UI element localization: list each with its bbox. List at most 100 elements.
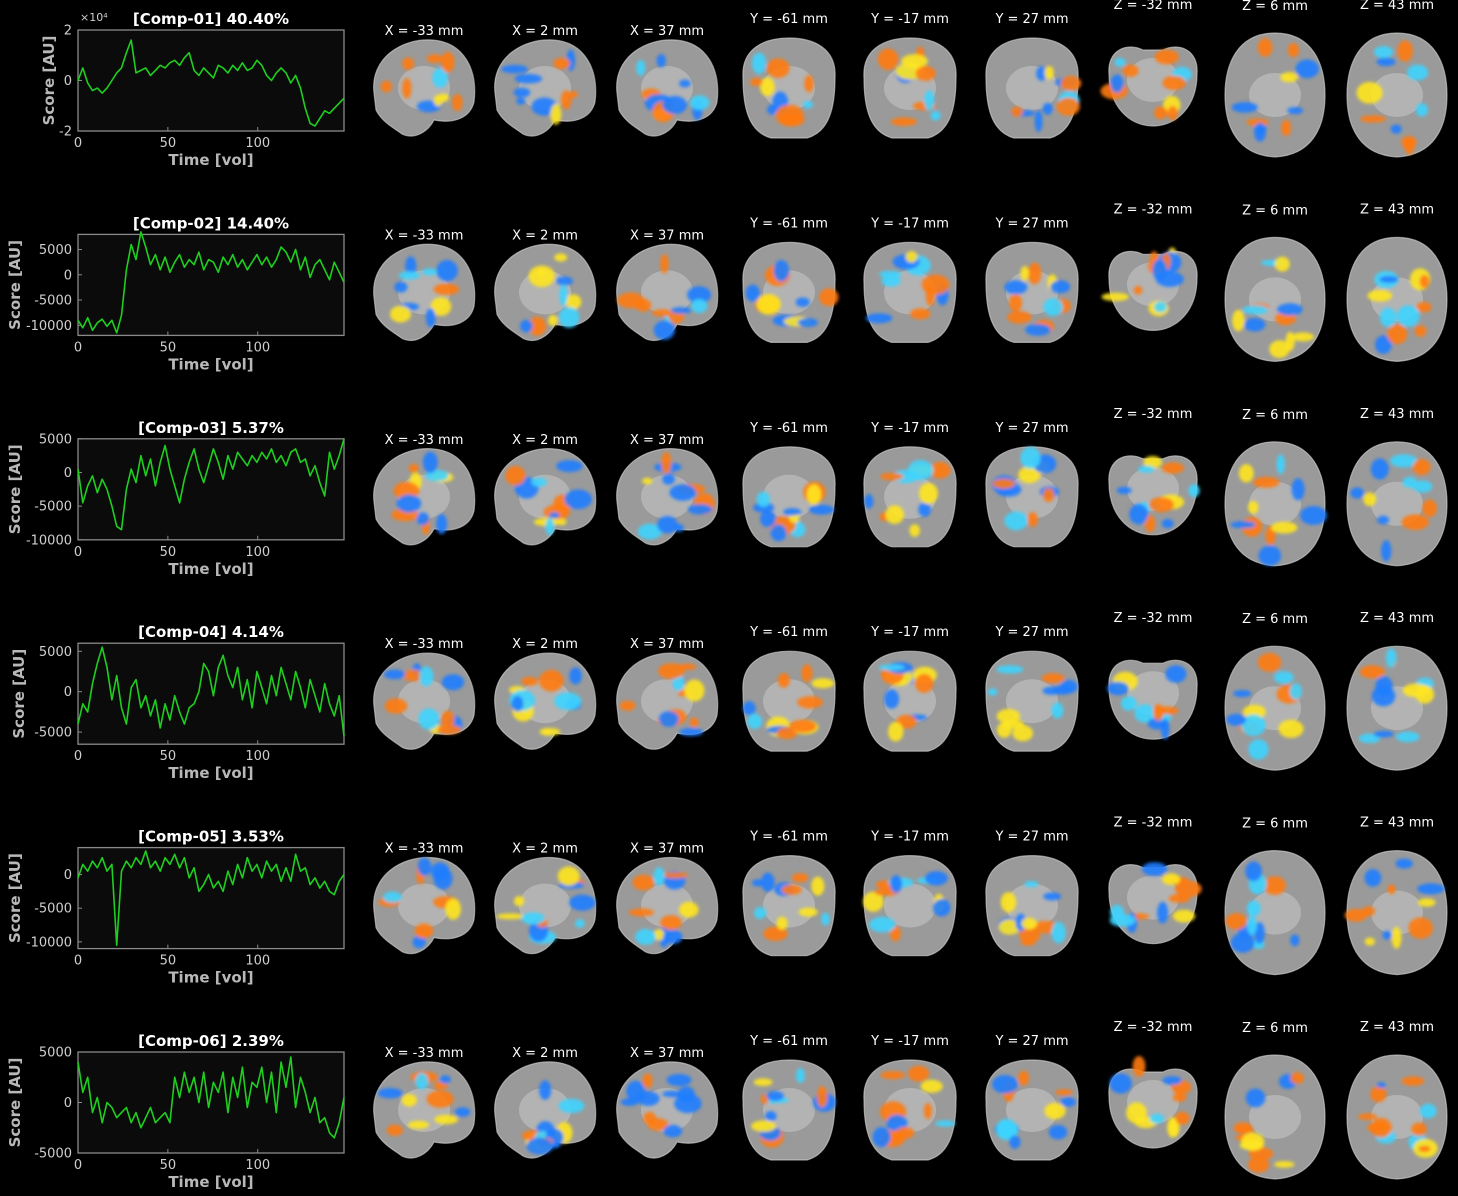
brain-slice-sagittal [494,39,597,137]
negative-activation [756,491,771,507]
negative-activation [1350,487,1364,499]
x-tick-label: 100 [245,340,270,355]
positive-activation [1027,512,1038,527]
positive-activation [1020,939,1036,946]
negative-activation [1289,683,1303,700]
activation-blobs [1010,66,1082,132]
activation-blobs [863,871,951,942]
y-tick-label: 0 [64,466,72,481]
positive-activation [817,1086,828,1108]
negative-activation [1152,259,1167,281]
brain-slice-axial [1346,236,1448,363]
positive-activation [635,298,652,312]
activation-blobs [1344,858,1445,949]
activation-blobs [742,664,835,740]
slice-coordinate-label: X = -33 mm [385,637,464,652]
positive-activation [496,913,525,920]
activation-blobs [508,667,582,736]
plot-area [77,438,345,541]
positive-activation [1172,1092,1187,1102]
negative-activation [1141,862,1168,876]
slice-coordinate-label: Y = -61 mm [749,216,828,231]
negative-activation [1043,298,1063,316]
activation-blobs [1232,256,1315,359]
chart-title: [Comp-06] 2.39% [138,1032,284,1050]
slice-coordinate-label: X = -33 mm [385,842,464,857]
positive-activation [1257,652,1282,672]
brain-slice-axial [1224,849,1326,976]
positive-activation [789,719,817,733]
brain-outline [1224,441,1326,567]
white-matter [1371,481,1423,526]
timecourse-series [77,646,345,737]
negative-activation [1025,324,1051,336]
activation-blobs [1230,454,1327,566]
x-axis-label: Time [vol] [168,1173,253,1191]
brain-outline [373,39,476,137]
y-tick-label: -10000 [26,533,72,548]
brain-outline [1224,849,1326,976]
brain-slice-sagittal [494,243,597,342]
activation-blobs [1116,456,1200,533]
negative-activation [689,95,710,111]
positive-activation [430,297,452,316]
activation-blobs [1109,1056,1192,1138]
slice-coordinate-label: Y = -61 mm [749,1034,828,1049]
positive-activation [806,484,822,505]
positive-activation [647,1118,669,1131]
negative-activation [1004,511,1028,531]
slice-coordinate-label: Z = -32 mm [1114,0,1193,13]
white-matter [884,883,936,928]
positive-activation [1167,106,1178,121]
brain-outline [985,854,1079,957]
activation-blobs [628,867,699,948]
positive-activation [915,673,934,693]
negative-activation [1043,892,1062,901]
brain-outline [985,1059,1079,1161]
brain-slice-sagittal [373,39,476,137]
positive-activation [1021,917,1037,930]
y-tick-label: -10000 [26,935,72,950]
negative-activation [412,935,426,949]
negative-activation [421,268,438,276]
brain-slice-axial [1346,441,1448,567]
negative-activation [1254,122,1266,142]
positive-activation [1344,908,1368,922]
y-tick-label: -2 [59,125,72,140]
y-tick-label: 5000 [39,432,72,447]
negative-activation [1295,59,1319,79]
negative-activation [1024,881,1039,888]
y-tick-label: 0 [64,268,72,283]
negative-activation [879,270,902,278]
positive-activation [797,696,823,709]
positive-activation [632,874,655,891]
positive-activation [676,663,697,670]
white-matter [1249,73,1301,117]
positive-activation [1172,909,1196,923]
negative-activation [1246,900,1261,917]
negative-activation [674,1093,702,1114]
positive-activation [1167,1117,1178,1138]
negative-activation [653,320,675,340]
white-matter [763,883,815,928]
negative-activation [773,260,790,282]
positive-activation [920,1079,943,1093]
positive-activation [1280,72,1298,83]
negative-activation [753,502,775,513]
positive-activation [1174,1111,1190,1125]
timecourse-series [77,1056,345,1139]
slice-coordinate-label: Z = -32 mm [1114,816,1193,831]
brain-slice-axial [1108,455,1200,536]
negative-activation [1034,110,1043,132]
negative-activation [1248,739,1269,760]
positive-activation [1387,324,1408,345]
y-tick-label: 0 [64,868,72,883]
slice-coordinate-label: Z = 43 mm [1360,611,1434,626]
positive-activation [452,94,463,112]
negative-activation [1396,305,1420,327]
negative-activation [1245,861,1262,882]
negative-activation [865,313,893,324]
